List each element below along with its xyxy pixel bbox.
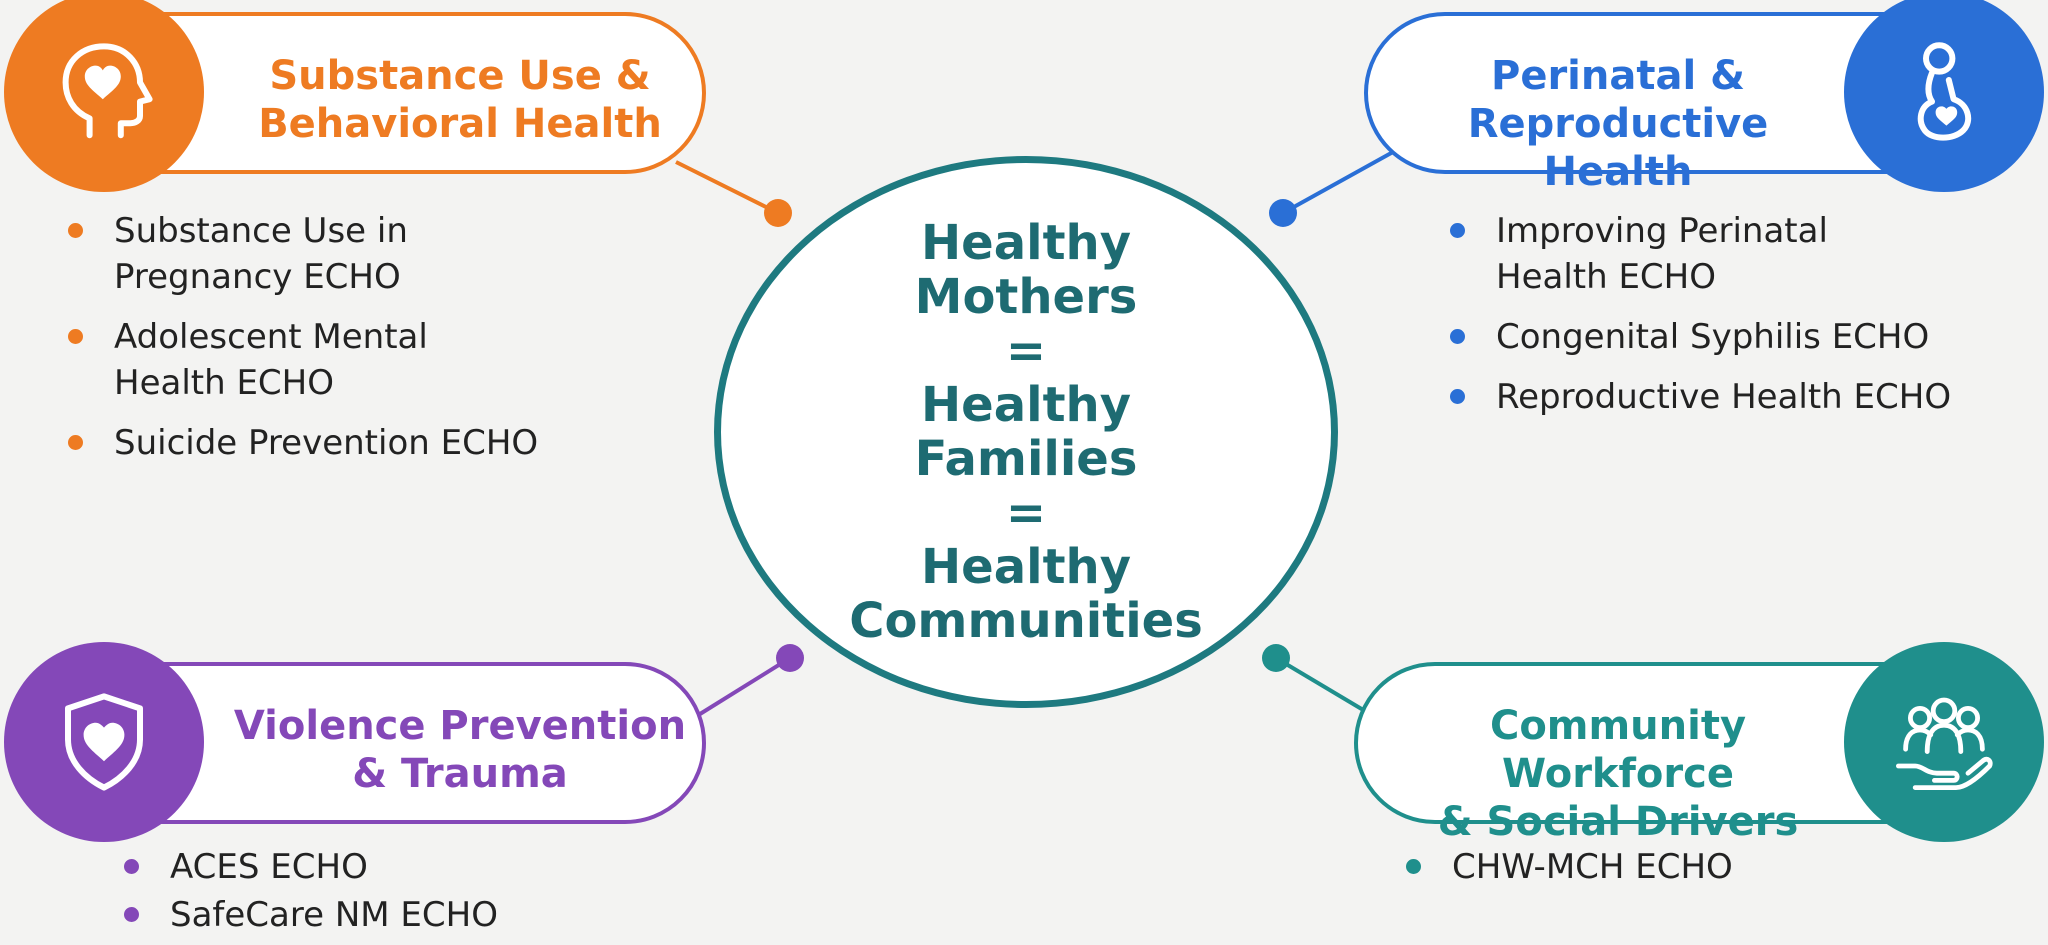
item-label: Congenital Syphilis ECHO bbox=[1496, 317, 1930, 357]
community-topic-title: Community Workforce & Social Drivers bbox=[1388, 702, 1848, 846]
title-line: & Social Drivers bbox=[1437, 799, 1799, 845]
bullet-dot bbox=[124, 859, 139, 874]
bullet-dot bbox=[1450, 389, 1465, 404]
item-label: SafeCare NM ECHO bbox=[170, 895, 498, 935]
connector-community bbox=[1274, 656, 1372, 716]
center-circle: Healthy Mothers = Healthy Families = Hea… bbox=[714, 156, 1338, 708]
connector-substance bbox=[675, 160, 779, 215]
connector-dot-substance bbox=[764, 199, 792, 227]
list-item: Suicide Prevention ECHO bbox=[68, 420, 628, 466]
list-item: Reproductive Health ECHO bbox=[1450, 374, 2010, 420]
substance-item-list: Substance Use in Pregnancy ECHO Adolesce… bbox=[68, 208, 628, 480]
center-line: Communities bbox=[849, 593, 1203, 649]
center-line: Families bbox=[914, 431, 1138, 487]
list-item: Congenital Syphilis ECHO bbox=[1450, 314, 2010, 360]
list-item: CHW-MCH ECHO bbox=[1406, 844, 1926, 890]
perinatal-item-list: Improving Perinatal Health ECHO Congenit… bbox=[1450, 208, 2010, 434]
center-line: = bbox=[1005, 323, 1047, 379]
connector-dot-perinatal bbox=[1269, 199, 1297, 227]
title-line: Violence Prevention bbox=[233, 703, 687, 749]
title-line: Perinatal & bbox=[1491, 53, 1745, 99]
center-line: Healthy bbox=[921, 539, 1131, 595]
item-label: Suicide Prevention ECHO bbox=[114, 423, 539, 463]
head-heart-icon bbox=[4, 0, 204, 192]
center-line: = bbox=[1005, 485, 1047, 541]
substance-topic-title: Substance Use & Behavioral Health bbox=[230, 52, 690, 148]
bullet-dot bbox=[1450, 329, 1465, 344]
bullet-dot bbox=[1406, 859, 1421, 874]
title-line: Behavioral Health bbox=[258, 101, 662, 147]
list-item: SafeCare NM ECHO bbox=[124, 892, 644, 938]
item-label: Substance Use in Pregnancy ECHO bbox=[114, 211, 408, 297]
community-item-list: CHW-MCH ECHO bbox=[1406, 844, 1926, 904]
connector-dot-community bbox=[1262, 644, 1290, 672]
violence-topic-title: Violence Prevention & Trauma bbox=[230, 702, 690, 798]
bullet-dot bbox=[68, 223, 83, 238]
item-label: ACES ECHO bbox=[170, 847, 368, 887]
title-line: Community Workforce bbox=[1489, 703, 1747, 797]
item-label: Improving Perinatal Health ECHO bbox=[1496, 211, 1828, 297]
title-line: & Trauma bbox=[352, 751, 568, 797]
center-line: Mothers bbox=[914, 269, 1138, 325]
bullet-dot bbox=[68, 329, 83, 344]
item-label: Adolescent Mental Health ECHO bbox=[114, 317, 428, 403]
connector-perinatal bbox=[1282, 150, 1394, 215]
list-item: Substance Use in Pregnancy ECHO bbox=[68, 208, 628, 300]
title-line: Reproductive Health bbox=[1467, 101, 1769, 195]
title-line: Substance Use & bbox=[269, 53, 651, 99]
list-item: Adolescent Mental Health ECHO bbox=[68, 314, 628, 406]
bullet-dot bbox=[1450, 223, 1465, 238]
bullet-dot bbox=[68, 435, 83, 450]
list-item: ACES ECHO bbox=[124, 844, 644, 890]
pregnant-woman-icon bbox=[1844, 0, 2044, 192]
item-label: Reproductive Health ECHO bbox=[1496, 377, 1952, 417]
perinatal-topic-title: Perinatal & Reproductive Health bbox=[1388, 52, 1848, 196]
community-hand-icon bbox=[1844, 642, 2044, 842]
center-line: Healthy bbox=[921, 215, 1131, 271]
violence-item-list: ACES ECHO SafeCare NM ECHO bbox=[124, 844, 644, 938]
item-label: CHW-MCH ECHO bbox=[1452, 847, 1733, 887]
center-line: Healthy bbox=[921, 377, 1131, 433]
connector-dot-violence bbox=[776, 644, 804, 672]
list-item: Improving Perinatal Health ECHO bbox=[1450, 208, 2010, 300]
bullet-dot bbox=[124, 907, 139, 922]
shield-heart-icon bbox=[4, 642, 204, 842]
connector-violence bbox=[698, 656, 792, 716]
